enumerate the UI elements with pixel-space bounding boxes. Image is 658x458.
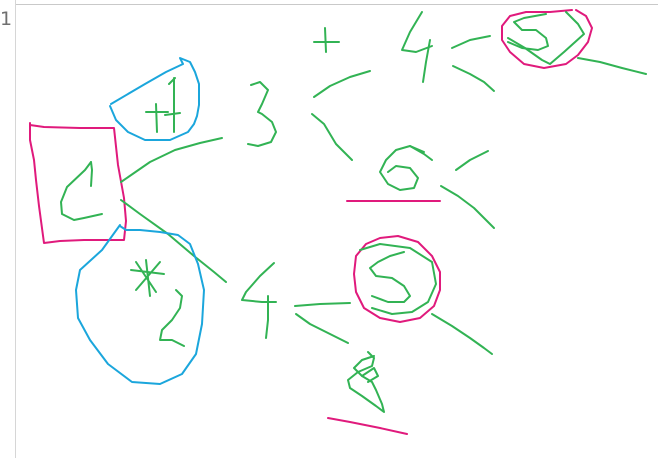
ink-stroke-5mid-box (359, 243, 437, 315)
ink-stroke-circle-around-5-mid (353, 235, 441, 323)
ink-stroke-connector-4-to-6 (452, 65, 495, 92)
row-divider (15, 0, 16, 458)
ink-stroke-digit-4-top (401, 11, 433, 83)
ink-stroke-circle-around-5-top (501, 9, 593, 69)
ink-stroke-2-left-back (90, 161, 93, 187)
ink-stroke-underline-8 (327, 417, 408, 435)
ink-stroke-digit-6 (379, 145, 425, 191)
ink-stroke-plus-small (145, 103, 169, 133)
ink-stroke-digit-3 (247, 81, 277, 147)
ink-stroke-digit-5-top-right (507, 13, 549, 51)
ink-stroke-digit-2-bottom (159, 289, 185, 347)
ink-stroke-connector-2-to-3 (120, 137, 223, 183)
ink-stroke-connector-4-to-5 (451, 35, 491, 49)
ink-stroke-asterisk (130, 259, 165, 297)
ink-stroke-6-hook (409, 145, 433, 161)
ink-stroke-connector-3-to-6 (311, 113, 353, 161)
ink-stroke-connector-6-up (455, 150, 489, 171)
ink-stroke-8-loop (361, 367, 379, 383)
ink-stroke-digit-4-mid (241, 262, 277, 339)
ink-stroke-digit-5-mid (369, 251, 411, 303)
ink-stroke-four-in-diamond (164, 77, 181, 133)
ink-stroke-connector-2-down (120, 199, 227, 283)
ink-stroke-connector-4-to-8 (295, 313, 349, 344)
row-number-label: 1 (0, 8, 13, 30)
top-border (15, 4, 658, 5)
ink-stroke-diamond-around-plus4 (109, 57, 200, 141)
ink-stroke-connector-4-to-5mid (294, 302, 351, 307)
ink-stroke-5-top-tail (577, 57, 647, 75)
ink-stroke-blob-around-times2 (75, 224, 205, 385)
ink-stroke-digit-8 (347, 351, 385, 413)
ink-stroke-5-top-box (507, 11, 585, 65)
ink-stroke-connector-3-to-plus (313, 70, 371, 98)
ink-stroke-connector-6-down (440, 185, 495, 229)
ink-stroke-box-around-2 (29, 122, 127, 244)
ink-stroke-plus-top (313, 27, 340, 53)
ink-stroke-digit-2-left (60, 161, 103, 221)
ink-stroke-connector-5mid-down (431, 313, 493, 355)
